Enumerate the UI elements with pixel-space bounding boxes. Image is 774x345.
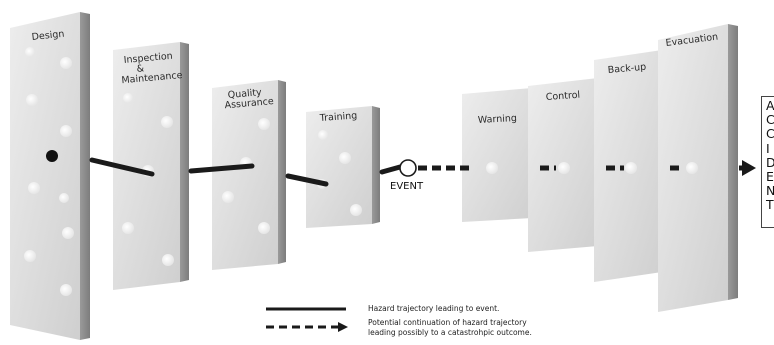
slice-label-backup: Back-up (607, 62, 646, 76)
slice-label-training: Training (318, 110, 357, 124)
legend-dashed-label-line2: leading possibly to a catastrohpic outco… (368, 328, 532, 337)
outcome-letter: T (766, 197, 774, 213)
slice-label-control: Control (545, 90, 580, 103)
slice-design: Design (10, 12, 90, 340)
outcome-letter: D (766, 154, 774, 170)
event-label: EVENT (390, 181, 424, 192)
legend-solid-label: Hazard trajectory leading to event. (368, 304, 499, 313)
slice-evacuation: Evacuation (658, 24, 738, 312)
slice-label-quality-assurance: QualityAssurance (223, 86, 274, 111)
outcome-arrow-head (742, 160, 756, 176)
slice-label-inspection-maintenance: Inspection&Maintenance (119, 50, 183, 86)
slice-label-design: Design (31, 29, 65, 43)
outcome-letter: E (766, 169, 774, 185)
outcome-letter: N (766, 183, 774, 199)
accident-outcome-box: A C C I D E N T (761, 96, 774, 228)
event-marker (399, 159, 417, 177)
slice-inspection-maintenance: Inspection&Maintenance (113, 42, 189, 290)
outcome-letter: C (766, 126, 774, 142)
outcome-letter: I (766, 140, 770, 156)
slice-label-warning: Warning (478, 113, 518, 126)
legend-dashed-label-line1: Potential continuation of hazard traject… (368, 318, 527, 327)
outcome-letter: C (766, 112, 774, 128)
hazard-trajectory-solid (89, 157, 403, 187)
outcome-letter: A (766, 98, 774, 113)
slice-quality-assurance: QualityAssurance (212, 80, 286, 270)
legend: Hazard trajectory leading to event. Pote… (266, 304, 532, 337)
slice-training: Training (306, 106, 380, 228)
legend-arrow-head (338, 322, 348, 332)
